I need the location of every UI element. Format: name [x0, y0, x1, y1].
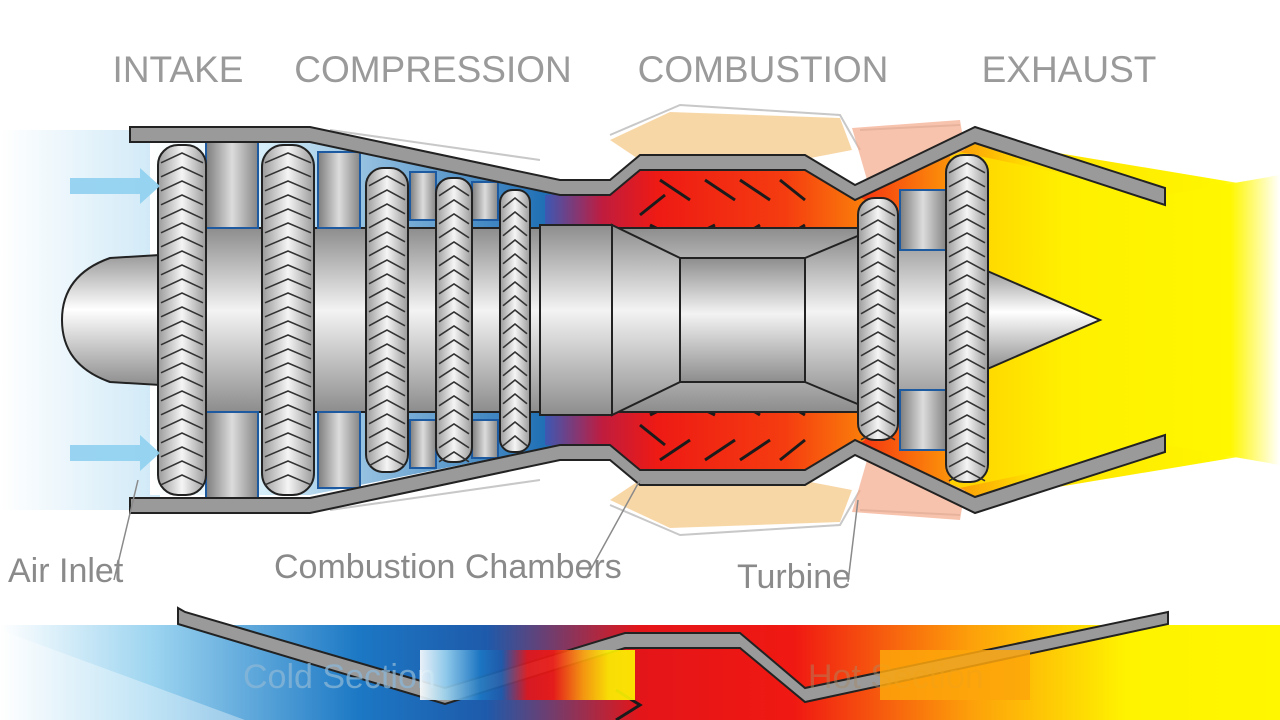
- blade-row: [857, 197, 899, 441]
- shaft-collar: [539, 224, 613, 416]
- combustor-shaft: [679, 257, 806, 383]
- outer-casing-top: [129, 125, 1166, 207]
- section-label-cold: Cold Section: [243, 658, 436, 696]
- blade-row: [261, 144, 315, 496]
- stator-vane: [317, 411, 361, 489]
- blade-rows: [157, 144, 989, 496]
- intake-arrows: [70, 168, 160, 471]
- combustor-housing: [610, 112, 852, 528]
- shaft-taper-rear: [804, 233, 861, 407]
- stage-label-compression: COMPRESSION: [294, 49, 572, 90]
- bottom-fade: [0, 630, 245, 720]
- blade-row: [365, 167, 409, 473]
- callout-leaders: [113, 479, 859, 583]
- hot-label-mask: [880, 650, 1030, 700]
- exhaust-plume: [950, 150, 1280, 490]
- blade-row: [499, 189, 531, 453]
- stator-vane: [899, 389, 947, 451]
- shaft-taper: [611, 223, 681, 417]
- stator-vanes: [205, 141, 947, 499]
- stage-label-intake: INTAKE: [113, 49, 244, 90]
- stage-label-combustion: COMBUSTION: [638, 49, 889, 90]
- stator-vane: [409, 419, 437, 469]
- stator-vane: [471, 181, 499, 221]
- blade-row: [435, 177, 473, 463]
- callout-combustion-chambers: Combustion Chambers: [274, 548, 622, 586]
- stage-label-exhaust: EXHAUST: [982, 49, 1157, 90]
- stator-vane: [205, 411, 259, 499]
- outer-casing-bottom: [129, 433, 1166, 515]
- blade-row: [157, 144, 207, 496]
- stator-vane: [205, 141, 259, 229]
- stator-vane: [409, 171, 437, 221]
- cold-label-mask: [420, 650, 635, 700]
- stator-vane: [899, 189, 947, 251]
- callout-air-inlet: Air Inlet: [8, 552, 124, 590]
- stator-vane: [471, 419, 499, 459]
- callout-turbine: Turbine: [737, 558, 851, 596]
- nose-cone: [60, 253, 161, 387]
- blade-row: [945, 154, 989, 483]
- stator-vane: [317, 151, 361, 229]
